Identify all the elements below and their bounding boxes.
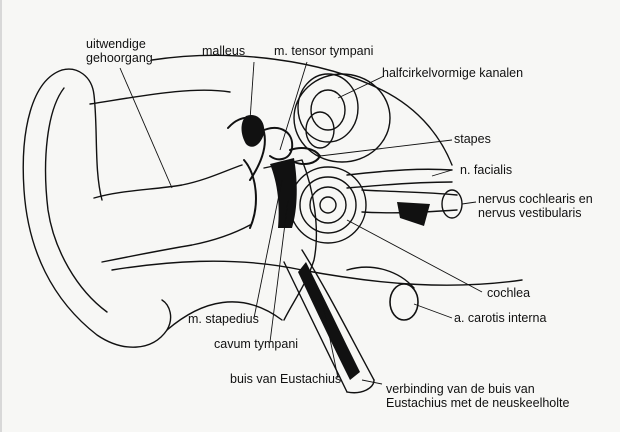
cochlea-turn-3 <box>319 196 337 214</box>
auricle-inner-fold <box>44 87 108 313</box>
leader-tensor <box>279 61 308 151</box>
leader-uitwendige <box>119 67 173 189</box>
label-verbinding-line-2: Eustachius met de neuskeelholte <box>386 396 570 410</box>
semicircular-canal-3 <box>305 111 335 149</box>
ear-canal-upper <box>93 164 243 199</box>
label-uitwendige-line-2: gehoorgang <box>86 51 153 65</box>
label-stapes: stapes <box>454 132 491 146</box>
label-cochlearis-line-2: nervus vestibularis <box>478 206 582 220</box>
cochlea-outer <box>289 166 367 244</box>
facial-nerve-lower <box>346 181 453 189</box>
label-verbinding-line-1: verbinding van de buis van <box>386 382 535 396</box>
semicircular-canal-1 <box>297 73 359 143</box>
leader-carotis <box>413 303 453 319</box>
label-cochlea: cochlea <box>487 286 531 300</box>
leader-stapes <box>319 139 453 157</box>
eardrum <box>243 159 257 229</box>
label-tensor-tympani: m. tensor tympani <box>274 44 374 58</box>
label-carotis: a. carotis interna <box>454 311 547 325</box>
label-cavum-tympani: cavum tympani <box>214 337 299 351</box>
nerve-shadow <box>397 202 430 226</box>
leader-cavum <box>269 199 289 343</box>
leader-cochlea <box>346 219 483 293</box>
leader-halfcirkel <box>337 75 385 99</box>
leader-cochlearis <box>461 201 477 205</box>
ossicle-shadow <box>241 114 265 147</box>
canal-floor <box>111 260 523 286</box>
middle-ear-cavity <box>263 159 318 321</box>
cochlea-turn-1 <box>299 176 357 234</box>
label-malleus: malleus <box>202 44 246 58</box>
label-uitwendige-line-1: uitwendige <box>86 37 146 51</box>
cavity-shadow <box>270 158 297 228</box>
semicircular-canal-1-inner <box>310 89 346 131</box>
carotid-vessel <box>346 266 415 289</box>
facial-nerve <box>346 168 453 176</box>
incus-shape <box>263 127 294 161</box>
label-cochlearis: nervus cochlearis en nervus vestibularis <box>478 192 593 220</box>
mandible-contour <box>166 301 283 331</box>
label-halfcirkel: halfcirkelvormige kanalen <box>382 66 524 80</box>
label-verbinding: verbinding van de buis van Eustachius me… <box>386 382 569 410</box>
leader-buis <box>321 299 339 379</box>
skin-surface <box>89 89 231 105</box>
label-buis-eustachius: buis van Eustachius <box>230 372 342 386</box>
cochlea-turn-2 <box>309 186 347 224</box>
eustachian-tube-lower <box>283 261 348 393</box>
auricle-rim <box>61 68 103 201</box>
label-cochlearis-line-1: nervus cochlearis en <box>478 192 593 206</box>
temporal-bone-outline <box>151 54 453 166</box>
leader-facialis <box>431 169 453 177</box>
leader-lines <box>119 61 483 385</box>
carotid-artery <box>389 283 419 321</box>
ear-canal-lower <box>101 224 251 263</box>
cochlear-nerve-upper <box>361 189 458 196</box>
leader-stapedius <box>253 179 283 319</box>
label-uitwendige-gehoorgang: uitwendige gehoorgang <box>86 37 153 65</box>
semicircular-canal-2 <box>293 73 391 163</box>
eustachian-tube-upper <box>301 249 375 381</box>
label-stapedius: m. stapedius <box>188 312 259 326</box>
auricle-outline <box>22 69 172 348</box>
leader-verbinding <box>361 379 383 385</box>
label-facialis: n. facialis <box>460 163 513 177</box>
leader-malleus <box>249 61 255 121</box>
tube-shadow <box>298 262 360 380</box>
